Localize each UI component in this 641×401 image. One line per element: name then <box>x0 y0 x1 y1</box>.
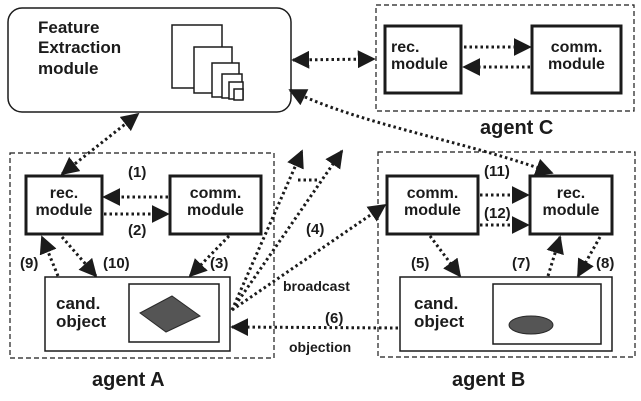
agent-a-comm-label: comm. module <box>170 185 261 220</box>
step-label-6: (6) <box>325 310 344 327</box>
agent-c-comm-label: comm. module <box>532 39 621 74</box>
arrow-objection-6 <box>230 318 399 337</box>
step-label-7: (7) <box>512 255 531 272</box>
agent-b-comm-module <box>385 174 480 236</box>
agent-b-rec-label: rec. module <box>530 185 612 220</box>
agent-a-rec-label: rec. module <box>26 185 102 220</box>
arrow-agent-a-to-feature <box>60 112 140 176</box>
step-label-12: (12) <box>484 205 511 222</box>
step-label-5: (5) <box>411 255 430 272</box>
agent-a-rec-module <box>24 174 104 236</box>
arrow-step-5 <box>428 235 462 278</box>
feature-label-line-3: module <box>38 58 99 78</box>
agent-b-rec-module <box>528 174 614 236</box>
agent-a-comm-module <box>168 174 263 236</box>
agent-b-cand-line-2: object <box>414 311 465 331</box>
arrow-broadcast-4 <box>231 203 387 312</box>
step-label-10: (10) <box>103 255 130 272</box>
agent-b-object-shape <box>508 315 554 335</box>
agent-b-rec-line-2: module <box>542 201 600 219</box>
agent-b-comm-line-2: module <box>404 201 461 219</box>
agent-c-rec-module <box>383 24 463 95</box>
agent-b-title: agent B <box>452 369 526 391</box>
arrow-broadcast-up-1 <box>230 149 304 311</box>
agent-c-title: agent C <box>480 117 554 139</box>
agent-b-cand-label: cand. object <box>414 295 464 331</box>
agent-b-rec-line-1: rec. <box>556 185 586 202</box>
agent-b-comm-line-1: comm. <box>406 185 459 202</box>
agent-b-object-image-frame <box>492 283 602 345</box>
step-label-3: (3) <box>210 255 229 272</box>
agent-a-cand-label: cand. object <box>56 295 106 331</box>
arrow-feature-to-agent-b-rec <box>288 88 554 176</box>
arrow-step-10 <box>60 236 98 278</box>
agent-a-title: agent A <box>92 369 165 391</box>
agent-b-comm-label: comm. module <box>387 185 478 220</box>
objection-label: objection <box>289 339 352 355</box>
step-label-11: (11) <box>484 163 510 180</box>
feature-label-line-2: Extraction <box>38 38 122 58</box>
feature-pyramid-icon <box>171 24 244 101</box>
arrow-step-3 <box>188 234 231 278</box>
agent-c-comm-module <box>530 24 623 95</box>
agent-a-frame <box>9 152 275 359</box>
agent-a-comm-line-2: module <box>187 201 244 219</box>
step-label-1: (1) <box>128 164 147 181</box>
step-label-4: (4) <box>306 221 325 238</box>
agent-c-comm-line-1: comm. <box>550 39 603 56</box>
agent-a-cand-line-2: object <box>56 311 107 331</box>
agent-a-object-shape <box>139 295 201 333</box>
broadcast-label: broadcast <box>283 278 350 294</box>
agent-a-comm-line-1: comm. <box>189 185 242 202</box>
arrow-step-9 <box>39 235 60 277</box>
step-label-2: (2) <box>128 222 147 239</box>
step-label-8: (8) <box>596 255 615 272</box>
arrow-broadcast-up-2 <box>230 149 344 311</box>
agent-b-cand-line-1: cand. <box>414 294 459 313</box>
arrow-feature-to-agent-c <box>291 50 376 69</box>
agent-a-rec-line-2: module <box>35 201 93 219</box>
agent-c-comm-line-2: module <box>548 55 605 73</box>
feature-extraction-label: Feature Extraction module <box>38 18 121 79</box>
arrow-step-7 <box>546 235 564 277</box>
agent-c-rec-line-2: module <box>391 55 448 73</box>
arrow-step-8 <box>576 236 602 278</box>
feature-label-line-1: Feature <box>38 18 100 37</box>
step-label-9: (9) <box>20 255 39 272</box>
agent-a-rec-line-1: rec. <box>49 185 79 202</box>
agent-c-rec-label: rec. module <box>385 39 461 74</box>
agent-a-cand-line-1: cand. <box>56 294 101 313</box>
agent-c-rec-line-1: rec. <box>391 39 420 56</box>
